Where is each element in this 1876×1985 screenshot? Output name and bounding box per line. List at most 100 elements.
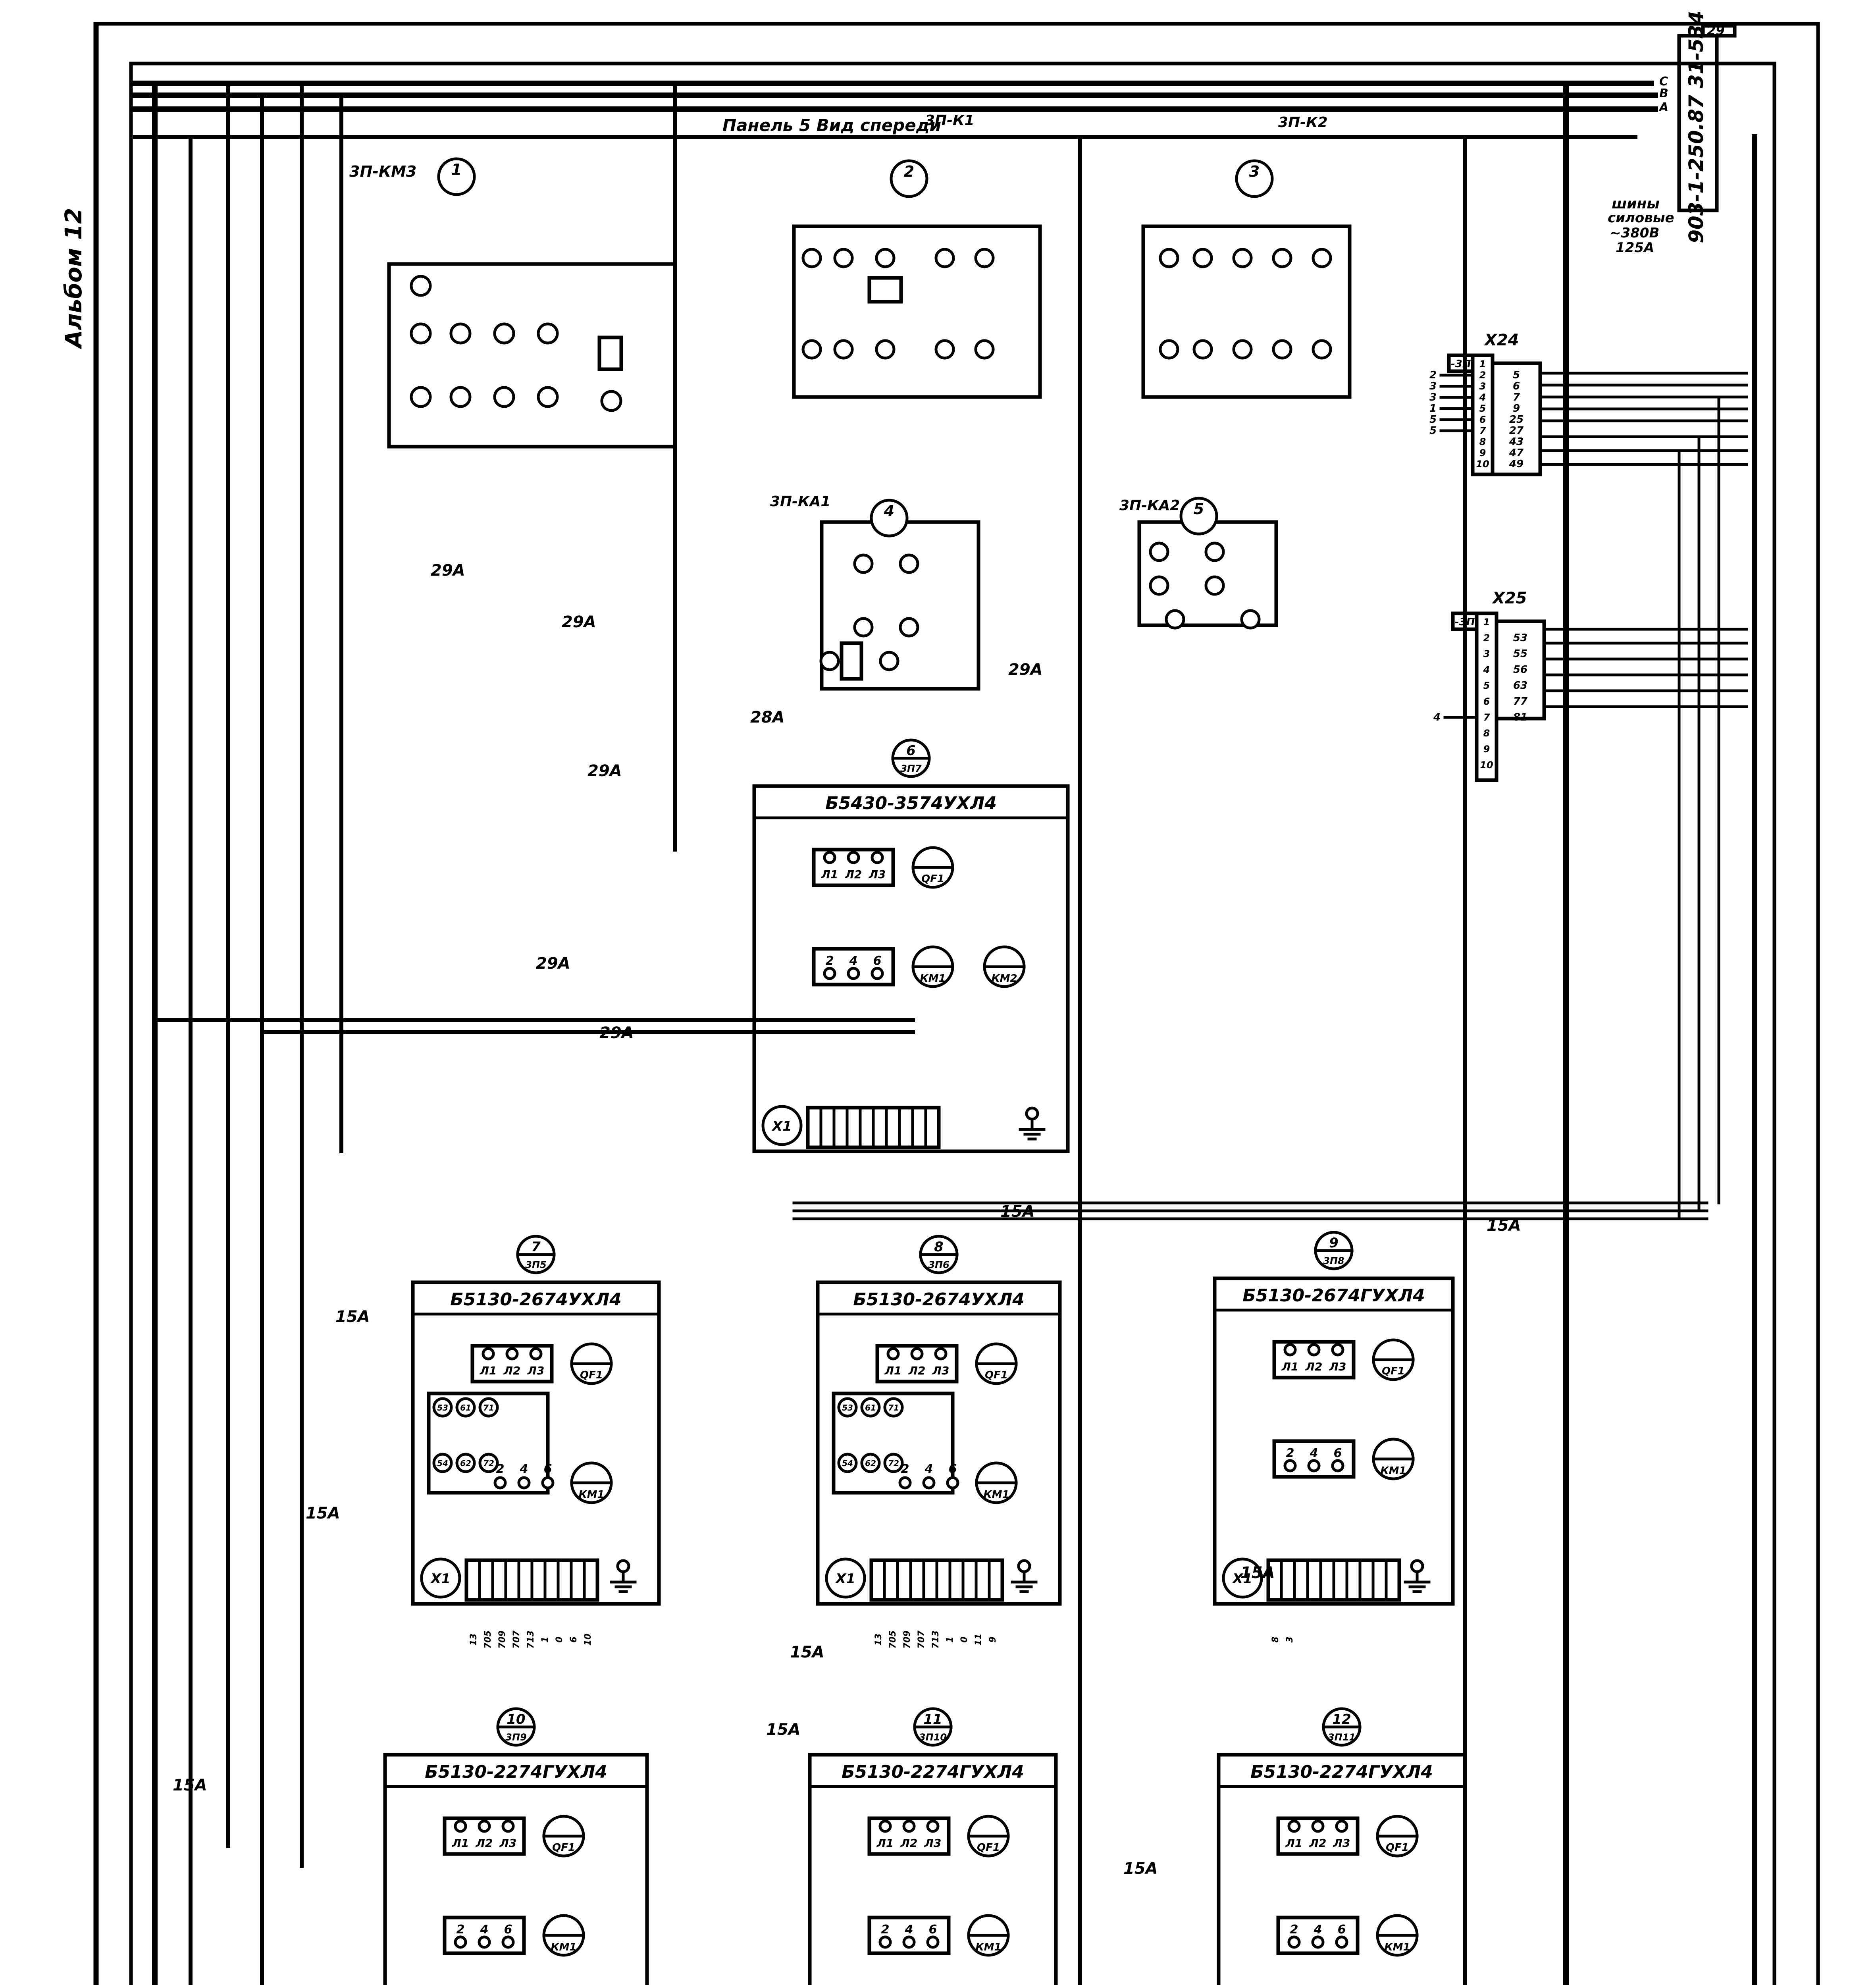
panel-ref: 3П10 <box>919 1732 947 1743</box>
starter-model: Б5130-2674УХЛ4 <box>450 1289 622 1310</box>
relay-4-pos: 4 <box>884 502 894 520</box>
thermal-terminal: 54 <box>437 1459 448 1468</box>
contactor-tag: КМ1 <box>1380 1465 1406 1477</box>
wire-label: 15А <box>766 1721 801 1739</box>
terminal-number: 4 <box>1479 392 1486 403</box>
starter-model: Б5130-2674ГУХЛ4 <box>1242 1285 1425 1306</box>
terminal-number: 8 <box>1483 728 1490 739</box>
contactor-terminal-label: 2 <box>456 1923 465 1937</box>
tail-wire-label: 11 <box>974 1634 984 1646</box>
breaker-terminal-label: Л3 <box>932 1364 950 1377</box>
relay-1-ref: 3П-КМ3 <box>349 163 416 180</box>
inner-frame <box>129 62 1776 1985</box>
contactor-tag: КМ1 <box>920 973 946 985</box>
tail-wire-label: 1 <box>945 1636 955 1642</box>
wire-label: 28А <box>750 708 785 727</box>
wire-number: 25 <box>1509 414 1524 426</box>
relay-2-pos: 2 <box>904 163 914 180</box>
contactor-tag: КМ1 <box>551 1941 576 1953</box>
thermal-relay <box>427 1391 550 1495</box>
contactor-terminal-label: 6 <box>544 1462 552 1476</box>
wire-number: 47 <box>1509 447 1524 459</box>
position-number: 10 <box>507 1711 525 1727</box>
terminal-number: 7 <box>1479 425 1486 436</box>
wire-label: 15А <box>1240 1564 1275 1582</box>
panel-ref: 3П6 <box>928 1259 949 1270</box>
breaker-terminals <box>1272 1340 1356 1380</box>
terminal-number: 2 <box>1479 370 1486 381</box>
phase-c-label: C <box>1659 75 1668 89</box>
breaker-terminal-label: Л1 <box>884 1364 902 1377</box>
thermal-terminal: 53 <box>842 1403 853 1413</box>
busbar-label-2: силовые <box>1608 210 1674 226</box>
contactor-tag: КМ2 <box>991 973 1017 985</box>
relay-km3 <box>387 157 677 449</box>
thermal-terminal: 61 <box>460 1403 471 1413</box>
thermal-terminal: 54 <box>842 1459 853 1468</box>
panel-ref: 3П11 <box>1328 1732 1356 1743</box>
position-number: 9 <box>1329 1235 1339 1251</box>
contactor-terminal-label: 2 <box>901 1462 909 1476</box>
x24-title: X24 <box>1483 331 1519 349</box>
position-number: 11 <box>923 1711 942 1727</box>
contactor-tag: КМ1 <box>975 1941 1001 1953</box>
x1-bubble <box>761 1105 803 1146</box>
starter-model: Б5130-2274ГУХЛ4 <box>425 1762 607 1782</box>
wire-number: 6 <box>1513 380 1520 392</box>
contactor-terminals <box>1272 1439 1356 1479</box>
relay-k2 <box>1141 159 1352 399</box>
thermal-terminal: 71 <box>483 1403 494 1413</box>
breaker-tag: QF1 <box>1386 1842 1409 1854</box>
terminal-block-x25 <box>1451 611 1546 782</box>
breaker-terminals <box>875 1344 959 1384</box>
x24-header: -3П <box>1451 358 1471 370</box>
contactor-terminal-label: 4 <box>1310 1446 1318 1460</box>
tail-wire-label: 0 <box>555 1636 564 1642</box>
terminal-number: 10 <box>1480 759 1493 771</box>
breaker-terminal-label: Л2 <box>1309 1837 1327 1850</box>
contactor-terminal-label: 6 <box>504 1923 512 1937</box>
breaker-terminals <box>867 1816 951 1856</box>
wire-number: 7 <box>1513 391 1520 403</box>
x1-bubble <box>420 1557 461 1599</box>
breaker-terminal-label: Л3 <box>869 868 886 881</box>
breaker-tag: QF1 <box>977 1842 1000 1854</box>
x25-title: X25 <box>1491 589 1527 607</box>
incoming-wire: 1 <box>1429 403 1437 414</box>
panel-ref: 3П7 <box>900 763 922 774</box>
contactor-tag: КМ1 <box>983 1489 1009 1501</box>
busbar-label-4: 125А <box>1616 240 1654 256</box>
x1-label: X1 <box>835 1571 855 1587</box>
breaker-terminal-label: Л1 <box>452 1837 469 1850</box>
terminal-number: 7 <box>1483 712 1490 723</box>
thermal-terminal: 62 <box>865 1459 876 1468</box>
relay-3-ref: 3П-К2 <box>1278 114 1328 131</box>
x25-header: -3П <box>1455 616 1475 628</box>
tail-wire-label: 709 <box>902 1630 912 1649</box>
starter-model: Б5130-2274ГУХЛ4 <box>842 1762 1024 1782</box>
tail-wire-label: 13 <box>874 1634 884 1646</box>
wire-label: 29А <box>562 613 596 631</box>
starter-10: Б5130-2274ГУХЛ4103П9Л1Л2Л3QF1246КМ1X17 <box>383 1707 649 1985</box>
thermal-terminal: 62 <box>460 1459 471 1468</box>
breaker-terminals <box>443 1816 526 1856</box>
breaker-terminal-label: Л2 <box>908 1364 926 1377</box>
wire-number: 53 <box>1513 632 1527 644</box>
breaker-terminal-label: Л3 <box>924 1837 942 1850</box>
contactor-terminals <box>443 1916 526 1955</box>
panel-title: Панель 5 Вид спереди <box>722 116 941 135</box>
breaker-terminal-label: Л1 <box>876 1837 894 1850</box>
terminal-number: 4 <box>1483 664 1490 675</box>
contactor-terminal-label: 2 <box>496 1462 505 1476</box>
wire-number: 27 <box>1509 425 1524 437</box>
thermal-terminal: 71 <box>888 1403 899 1413</box>
incoming-wire: 3 <box>1429 380 1437 392</box>
panel-ref: 3П8 <box>1323 1255 1344 1266</box>
tail-wire-label: 3 <box>1285 1636 1295 1642</box>
wire-number: 49 <box>1509 458 1524 470</box>
wire-number: 56 <box>1513 664 1527 676</box>
phase-a-label: A <box>1658 100 1668 114</box>
wire-number: 5 <box>1513 369 1520 381</box>
x1-label: X1 <box>1232 1571 1252 1587</box>
wire-label: 29А <box>536 954 570 973</box>
